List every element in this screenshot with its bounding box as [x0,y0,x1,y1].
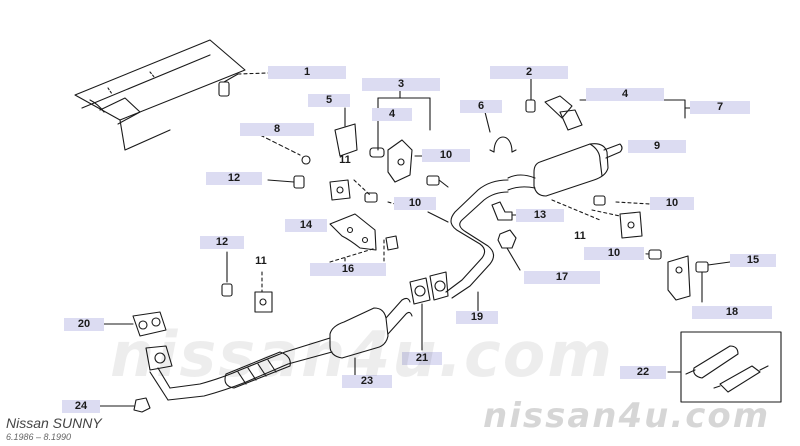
callout-14: 14 [285,219,327,232]
callout-11a: 11 [339,154,351,166]
callout-23: 23 [342,375,392,388]
part-14-bracket [329,213,399,263]
callout-11b: 11 [255,255,267,267]
callout-8: 8 [240,123,314,136]
part-8-washer [253,131,311,165]
callout-21: 21 [402,352,442,365]
floor-panel [74,39,246,151]
part-2-bolt [525,77,536,113]
part-17-nut [497,229,521,271]
callout-15: 15 [730,254,776,267]
vehicle-model-caption: Nissan SUNNY [6,415,102,431]
callout-12a: 12 [206,172,262,185]
callout-1: 1 [268,66,346,79]
callout-22: 22 [620,366,666,379]
callout-10b: 10 [394,197,436,210]
callout-3: 3 [362,78,440,91]
watermark-corner: nissan4u.com [483,396,771,436]
callout-10c: 10 [650,197,694,210]
part-9-rear-muffler [507,143,623,197]
part-23-front-pipe [145,297,413,401]
callout-5: 5 [308,94,350,107]
callout-16: 16 [310,263,386,276]
callout-10a: 10 [422,149,470,162]
part-24-nut [99,397,151,413]
callout-2: 2 [490,66,568,79]
callout-18: 18 [692,306,772,319]
callout-9: 9 [628,140,686,153]
watermark-main: nissan4u.com [110,318,614,391]
part-1-bolt [218,72,269,97]
production-dates-caption: 6.1986 – 8.1990 [6,432,72,442]
callout-12b: 12 [200,236,244,249]
part-21-gaskets [409,271,449,351]
part-10-bolts [364,175,662,260]
callout-13: 13 [516,209,564,222]
part-6-clip [484,111,517,153]
hanger-group-7 [544,95,693,131]
part-19-center-pipe [427,179,509,313]
callout-6: 6 [460,100,502,113]
part-11-rubber-mounts [254,179,643,313]
callout-4b: 4 [372,108,412,121]
part-12-bolts [221,175,305,297]
callout-11c: 11 [574,230,586,242]
callout-7: 7 [690,101,750,114]
callout-19: 19 [456,311,498,324]
callout-17: 17 [524,271,600,284]
callout-20: 20 [64,318,104,331]
callout-24: 24 [62,400,100,413]
callout-4a: 4 [586,88,664,101]
part-20-gasket [103,311,167,337]
part-22-sealant-kit [667,331,782,403]
callout-10d: 10 [584,247,644,260]
part-15-bracket [667,255,731,303]
